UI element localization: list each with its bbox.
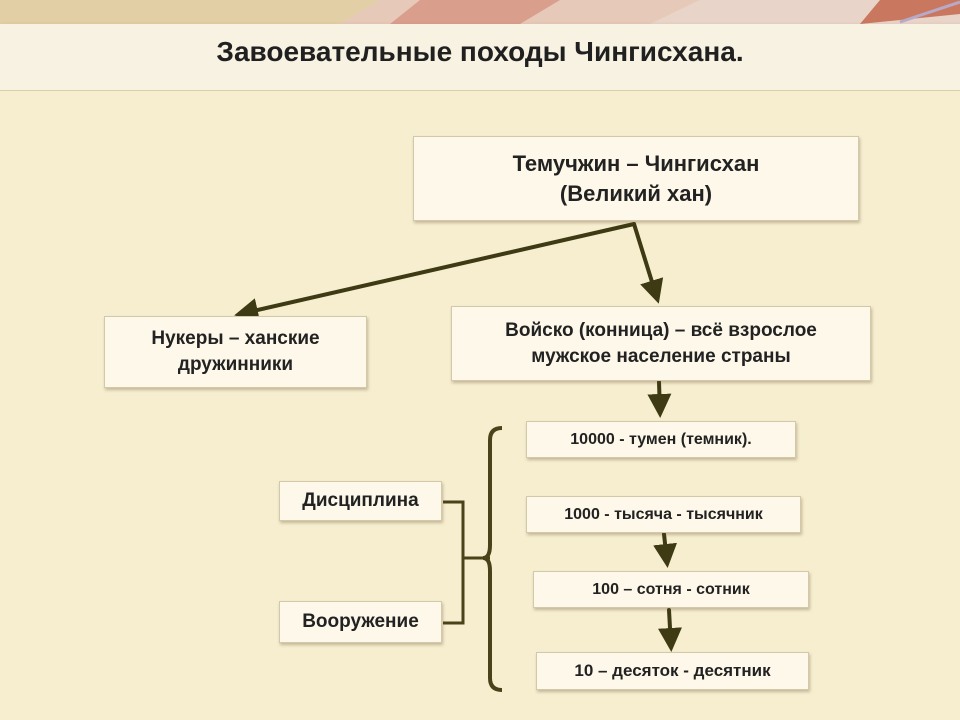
node-army-line1: Войско (конница) – всё взрослое: [505, 319, 817, 341]
node-khan-line1: Темучжин – Чингисхан: [512, 150, 760, 176]
curly-bracket: [482, 426, 503, 692]
node-nukers-line2: дружинники: [177, 354, 294, 375]
node-hundred: 100 – сотня - сотник: [533, 571, 809, 608]
node-khan-line2: (Великий хан): [559, 180, 713, 206]
node-armament: Вооружение: [279, 601, 442, 643]
arrow-khan-to-nukers: [234, 222, 636, 322]
node-nukers: Нукеры – ханские дружинники: [104, 316, 367, 388]
arrow-thousand-to-hundred: [653, 532, 678, 568]
arrow-hundred-to-ten: [658, 608, 682, 652]
node-tumen: 10000 - тумен (темник).: [526, 421, 796, 458]
bracket-discipline-armament: [443, 500, 490, 625]
node-ten: 10 – десяток - десятник: [536, 652, 809, 690]
node-nukers-line1: Нукеры – ханские: [151, 328, 320, 350]
node-khan: Темучжин – Чингисхан (Великий хан): [413, 136, 859, 221]
arrow-army-to-tumen: [647, 380, 672, 418]
arrow-khan-to-army: [632, 222, 664, 304]
node-discipline: Дисциплина: [279, 481, 442, 521]
title-band: [0, 24, 960, 91]
node-army-line2: мужское население страны: [531, 345, 791, 367]
page-title: Завоевательные походы Чингисхана.: [216, 36, 744, 67]
node-thousand: 1000 - тысяча - тысячник: [526, 496, 801, 533]
node-army: Войско (конница) – всё взрослое мужское …: [451, 306, 871, 381]
